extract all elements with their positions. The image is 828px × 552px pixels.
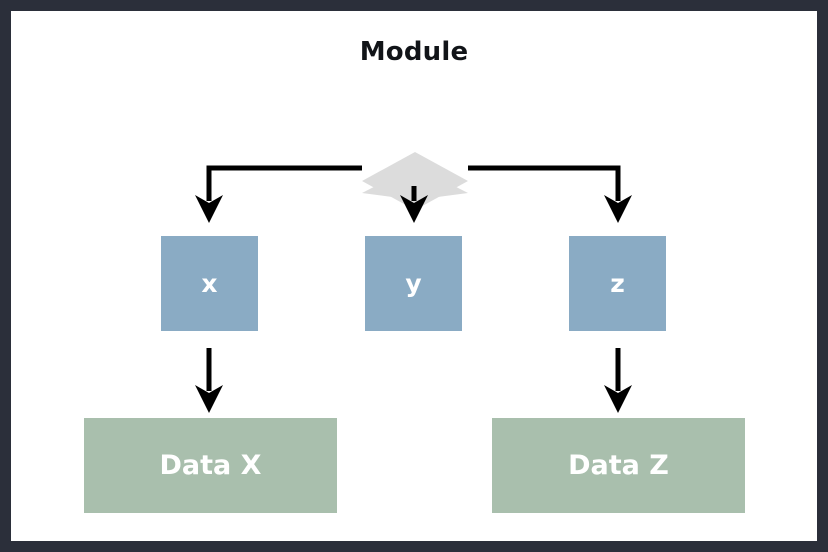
flow-diagram: Module	[11, 11, 817, 541]
dispatch-diamond-body	[362, 152, 468, 210]
data-node-data-x[interactable]: Data X	[84, 418, 337, 513]
process-node-z-label: z	[610, 269, 625, 298]
arrowhead-diamond-to-x	[195, 195, 223, 223]
process-node-y[interactable]: y	[365, 236, 462, 331]
data-node-data-z-label: Data Z	[568, 450, 669, 481]
arrowhead-diamond-to-z	[604, 195, 632, 223]
arrowhead-z-to-data-z	[604, 385, 632, 413]
edge-diamond-to-x	[206, 165, 362, 201]
process-node-x-label: x	[201, 269, 218, 298]
arrowhead-x-to-data-x	[195, 385, 223, 413]
arrowhead-diamond-to-y	[400, 195, 428, 223]
data-node-data-z[interactable]: Data Z	[492, 418, 745, 513]
diagram-canvas: Module	[11, 11, 817, 541]
edge-diamond-to-z	[468, 165, 621, 201]
process-node-y-label: y	[405, 269, 422, 298]
process-node-z[interactable]: z	[569, 236, 666, 331]
data-node-data-x-label: Data X	[159, 450, 262, 481]
page-title: Module	[359, 37, 469, 67]
process-node-x[interactable]: x	[161, 236, 258, 331]
edge-layer	[195, 152, 632, 413]
